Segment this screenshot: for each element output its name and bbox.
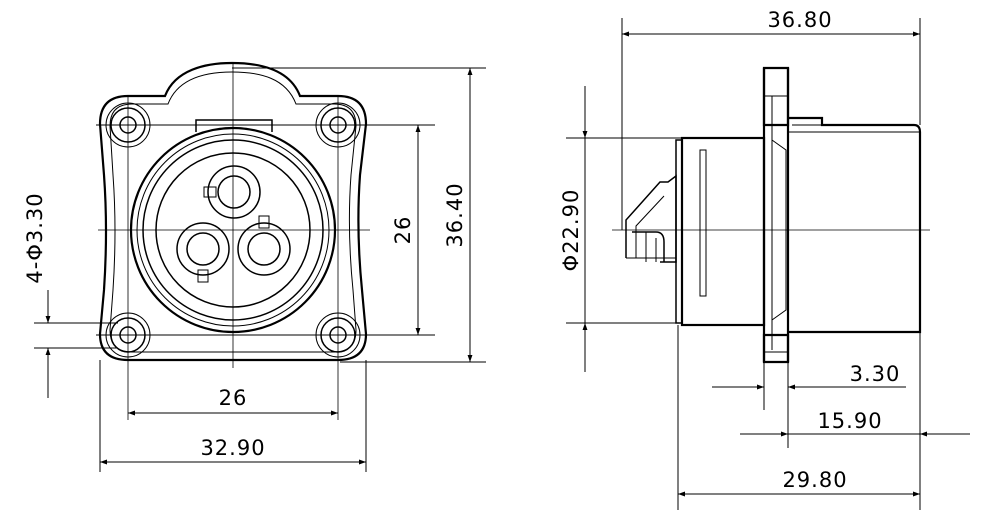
rear-body — [680, 136, 766, 327]
dim-flange-thickness: 3.30 — [850, 362, 901, 386]
side-view: 36.80 Φ22.90 3.30 15.90 29.80 — [559, 8, 970, 510]
dim-hole-spacing-vertical: 26 — [391, 216, 415, 245]
front-view: 26 36.40 26 32.90 4-Φ3.30 — [23, 61, 486, 472]
pin-bottom-right — [237, 215, 291, 276]
dim-body-length: 29.80 — [782, 468, 847, 492]
dim-diameter: Φ22.90 — [559, 189, 583, 272]
pin-bottom-left — [176, 222, 230, 283]
dim-hole-spacing-horizontal: 26 — [219, 386, 248, 410]
side-flange — [762, 66, 790, 364]
dim-overall-width: 32.90 — [200, 436, 265, 460]
dim-overall-height: 36.40 — [443, 182, 467, 247]
rear-latch — [625, 174, 677, 263]
pin-top — [203, 165, 261, 219]
dim-mounting-holes: 4-Φ3.30 — [23, 192, 47, 283]
flange-inner-outline — [109, 71, 357, 353]
flange-outline — [98, 61, 368, 362]
dim-front-depth: 15.90 — [817, 409, 882, 433]
front-barrel — [788, 116, 922, 334]
dim-overall-length: 36.80 — [767, 8, 832, 32]
latch-tab — [195, 119, 273, 132]
